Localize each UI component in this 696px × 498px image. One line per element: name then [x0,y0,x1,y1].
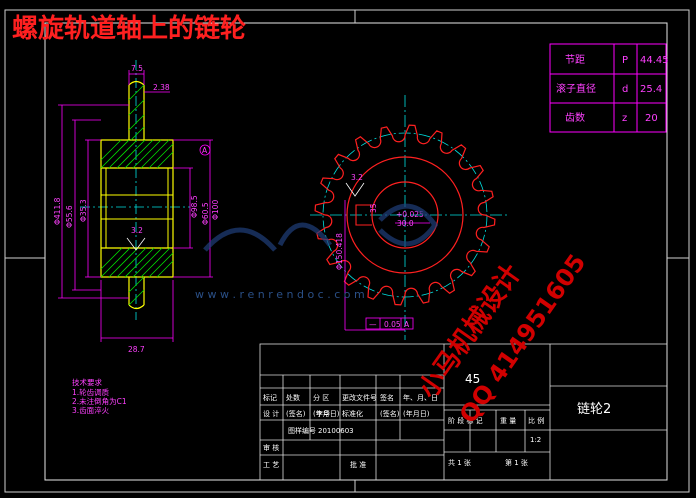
param-symbol-pitch: P [622,55,628,66]
tb-process: 工 艺 [263,461,279,469]
tb-row-0: 标记 [263,393,277,402]
tb-material: 45 [465,372,480,386]
title-block [259,343,668,481]
rough-mid: 3.2 [131,226,143,235]
tb-row2-2: (年月日) [313,409,340,418]
tol-value: 0.05 [384,320,401,329]
tb-sheet: 第 1 张 [505,458,528,467]
dim-hub-dia-a: Φ55.6 [65,205,74,228]
rough-left: 3.2 [351,173,363,182]
hub-circle [346,156,464,274]
watermark-site: w w w . r e n r e n d o c . c o m [195,288,365,301]
tb-row2-3: 标准化 [342,409,363,418]
tb-drawing-no: 20100603 [318,427,354,435]
tb-row2-4: (签名) [380,409,400,418]
tol-datum: A [404,320,410,329]
bore-circle [371,181,439,249]
tb-sheets: 共 1 张 [448,458,471,467]
param-name-pitch: 节距 [565,54,585,66]
param-symbol-teeth: z [622,113,627,124]
param-name-teeth: 齿数 [565,111,585,124]
outer-border [4,9,690,493]
tol-symbol: — [369,320,377,329]
page-title: 螺旋轨道轴上的链轮 [12,13,246,44]
param-name-roller: 滚子直径 [556,82,596,95]
param-value-roller: 25.4 [640,84,662,95]
tb-approve: 批 准 [350,460,366,469]
dim-bore: Φ100 [211,200,220,220]
tb-row-3: 更改文件号 [342,393,377,402]
datum-a-label: A [202,146,208,155]
tb-review: 审 核 [263,443,279,452]
tb-row2-5: (年月日) [403,409,430,418]
front-view: 3.2 Φ150.418 +0.025 30.0 35 — 0.05 A [310,95,510,340]
dim-hub-inner-a: Φ98.5 [190,195,199,218]
tb-row-2: 分 区 [313,393,329,402]
center-label-b: 30.0 [397,219,414,228]
param-value-pitch: 44.45 [640,55,669,66]
dim-outer-dia: Φ411.8 [53,197,62,225]
dim-hub-dia-b: Φ35.3 [79,199,88,222]
dim-top-width: 7.5 [131,64,143,73]
side-label: 35 [369,203,378,213]
tb-drawn-by: 李华 [316,409,330,418]
dim-hub-inner-b: Φ60.5 [201,202,210,225]
tb-row-4: 签名 [380,393,394,402]
tb-ratio: 比 例 [528,416,544,425]
notes-heading: 技术要求 [72,377,102,387]
note-2: 2.未注倒角为C1 [72,396,127,406]
param-value-teeth: 20 [645,113,658,124]
dim-width-bottom: 28.7 [128,345,145,354]
pitch-label: Φ150.418 [335,233,344,270]
tb-row2-1: (签名) [286,409,306,418]
tb-row-5: 年、月、日 [403,393,438,402]
tb-stage: 阶 段 标 记 [448,416,483,425]
tb-row2-0: 设 计 [263,409,279,418]
tb-drawing-label: 图样编号 [288,426,316,435]
tb-row-1: 处数 [286,393,300,402]
tb-scale: 1:2 [530,436,541,444]
parameter-table [549,43,667,133]
note-3: 3.齿面淬火 [72,405,110,415]
watermark-logo [203,203,439,252]
tb-weight: 重 量 [500,417,516,425]
param-symbol-roller: d [622,84,628,95]
sprocket-teeth [314,124,496,306]
tb-part-name: 链轮2 [577,402,611,417]
note-1: 1.轮齿调质 [72,387,110,397]
section-view: 7.5 2.38 Φ411.8 Φ55.6 Φ35.3 Φ98.5 Φ60.5 … [53,60,220,354]
dim-top-right: 2.38 [153,83,170,92]
center-label: +0.025 [396,210,424,219]
